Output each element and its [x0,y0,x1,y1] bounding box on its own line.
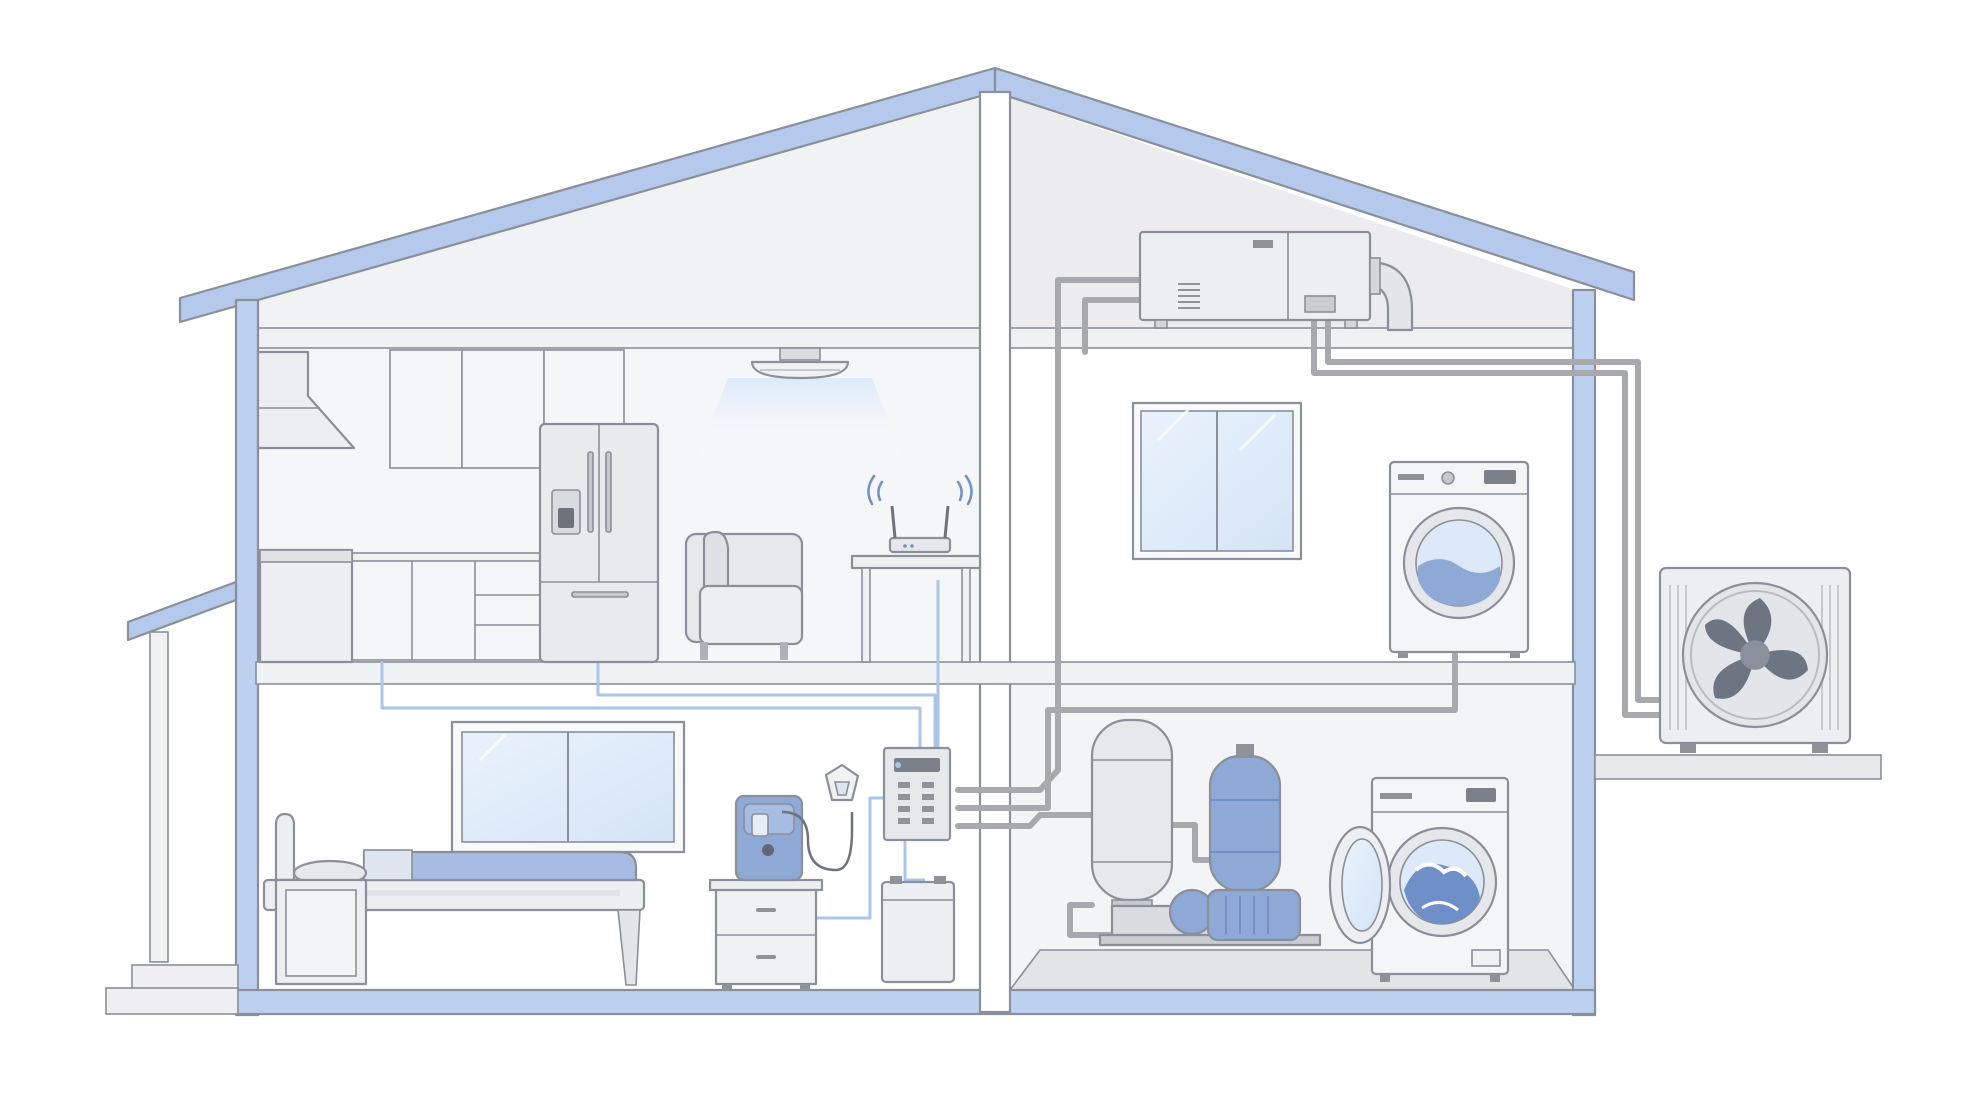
stove-icon [258,548,354,664]
porch-roof [126,580,238,642]
foundation [234,988,1597,1016]
plumbing-and-refrigerant-lines [955,277,1668,938]
attic-left [256,98,980,330]
nightstand-icon [708,878,824,990]
bedroom-window-icon [450,720,686,854]
left-wall [234,298,260,1017]
porch-step-bottom [105,987,239,1015]
refrigerator-icon [538,422,660,664]
bed-icon [262,812,646,986]
armchair-icon [684,530,804,660]
attic-air-handler-icon [1138,230,1414,332]
right-wall [1571,288,1597,1017]
washing-machine-icon [1388,460,1530,658]
mid-floor [255,661,1576,685]
well-pump-icon [1098,888,1322,947]
front-load-washer-icon [1328,776,1510,982]
window-icon [1131,401,1303,561]
oxygen-concentrator-icon [734,763,860,882]
heat-pump-outdoor-unit-icon [1658,566,1852,753]
porch-step-top [131,964,239,990]
roof-right [993,66,1636,302]
water-heater-icon [1090,718,1174,911]
attic-floor [255,327,1576,349]
outdoor-pad [1594,754,1882,780]
porch-post [149,631,169,963]
ceiling-light-icon [695,347,905,465]
wifi-router-icon [867,474,973,554]
pressure-tank-icon [1208,744,1282,893]
center-wall [978,90,1012,1014]
breaker-panel-icon [882,746,952,842]
side-table-icon [850,554,982,663]
range-hood-icon [256,350,356,450]
battery-backup-icon [880,876,956,984]
